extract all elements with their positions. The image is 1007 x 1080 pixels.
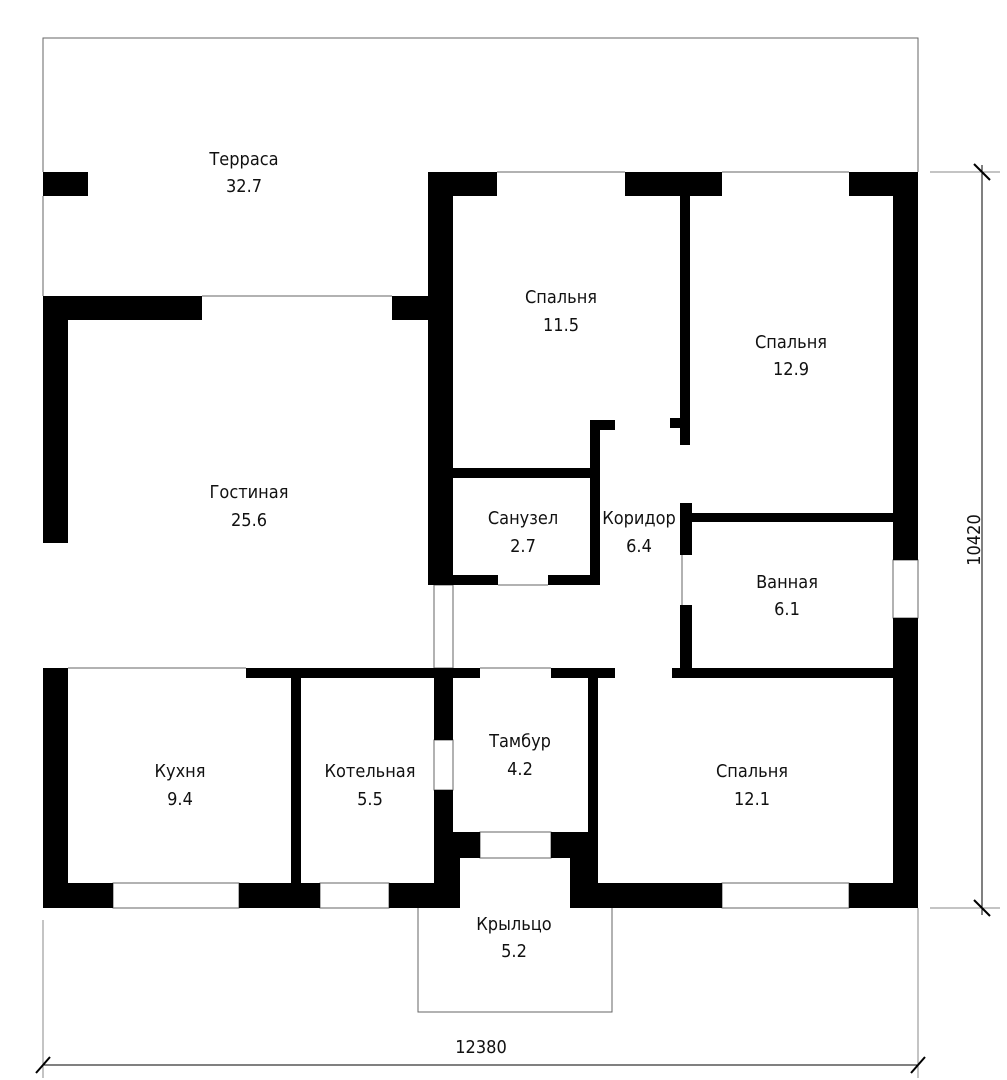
svg-text:Спальня: Спальня <box>716 761 788 782</box>
room-vestibule: Тамбур 4.2 <box>488 731 551 780</box>
svg-text:Коридор: Коридор <box>602 508 676 529</box>
svg-text:Терраса: Терраса <box>208 149 278 170</box>
room-boiler: Котельная 5.5 <box>325 761 416 810</box>
svg-text:2.7: 2.7 <box>510 536 536 557</box>
svg-text:25.6: 25.6 <box>231 510 267 531</box>
svg-text:5.2: 5.2 <box>501 941 527 962</box>
svg-text:32.7: 32.7 <box>226 176 262 197</box>
dimension-height: 10420 <box>930 163 1000 917</box>
dimension-width: 12380 <box>35 908 926 1078</box>
svg-text:6.1: 6.1 <box>774 599 800 620</box>
room-labels: Терраса 32.7 Спальня 11.5 Спальня 12.9 Гост… <box>155 149 828 962</box>
svg-text:12.9: 12.9 <box>773 359 809 380</box>
room-kitchen: Кухня 9.4 <box>155 761 206 810</box>
svg-text:Ванная: Ванная <box>756 572 818 593</box>
svg-text:11.5: 11.5 <box>543 315 579 336</box>
room-bathroom-wc: Санузел 2.7 <box>488 508 558 557</box>
room-bedroom-3: Спальня 12.1 <box>716 761 788 810</box>
svg-text:5.5: 5.5 <box>357 789 383 810</box>
room-bath: Ванная 6.1 <box>756 572 818 620</box>
room-bedroom-2: Спальня 12.9 <box>755 332 827 380</box>
room-living: Гостиная 25.6 <box>210 482 289 531</box>
svg-text:Спальня: Спальня <box>755 332 827 353</box>
svg-text:Тамбур: Тамбур <box>488 731 551 752</box>
svg-text:10420: 10420 <box>964 514 985 566</box>
svg-text:Санузел: Санузел <box>488 508 558 529</box>
svg-text:Кухня: Кухня <box>155 761 206 782</box>
svg-text:6.4: 6.4 <box>626 536 652 557</box>
svg-text:Котельная: Котельная <box>325 761 416 782</box>
walls <box>43 172 918 908</box>
room-bedroom-1: Спальня 11.5 <box>525 287 597 336</box>
svg-text:Гостиная: Гостиная <box>210 482 289 503</box>
svg-text:12380: 12380 <box>455 1037 507 1058</box>
svg-text:9.4: 9.4 <box>167 789 193 810</box>
svg-text:Крыльцо: Крыльцо <box>476 914 551 935</box>
room-porch: Крыльцо 5.2 <box>476 914 551 962</box>
svg-text:12.1: 12.1 <box>734 789 770 810</box>
svg-text:4.2: 4.2 <box>507 759 533 780</box>
room-terrace: Терраса 32.7 <box>208 149 278 197</box>
svg-text:Спальня: Спальня <box>525 287 597 308</box>
room-corridor: Коридор 6.4 <box>602 508 676 557</box>
